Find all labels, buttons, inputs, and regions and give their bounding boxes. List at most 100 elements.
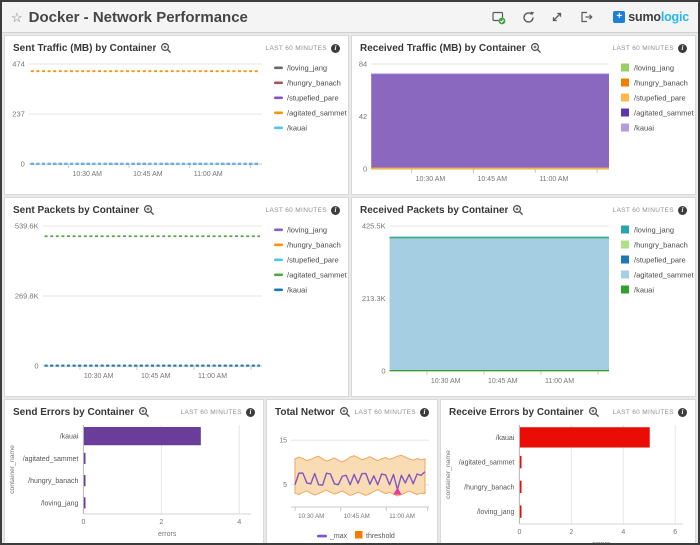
svg-text:/stupefied_pare: /stupefied_pare — [634, 94, 686, 103]
sumologic-logo-mark-icon: + — [613, 11, 626, 23]
panel-title: Total Network Err... — [275, 406, 335, 418]
panel-header: Total Network Err... LAST 60 MINUTES i — [267, 400, 437, 419]
svg-text:/hungry_banach: /hungry_banach — [634, 241, 688, 250]
svg-text:10:30 AM: 10:30 AM — [72, 171, 102, 178]
panel-header: Sent Traffic (MB) by Container LAST 60 M… — [5, 36, 348, 55]
time-range-label: LAST 60 MINUTES — [354, 408, 416, 416]
export-button[interactable] — [578, 9, 594, 25]
svg-text:213.3K: 213.3K — [362, 294, 386, 303]
zoom-panel-button[interactable] — [588, 406, 600, 418]
panel-row-3: Send Errors by Container LAST 60 MINUTES… — [4, 399, 696, 545]
svg-text:/hungry_banach: /hungry_banach — [287, 241, 341, 250]
svg-text:/kauai: /kauai — [287, 124, 307, 133]
svg-text:2: 2 — [569, 529, 573, 536]
panel-sent-traffic: Sent Traffic (MB) by Container LAST 60 M… — [4, 35, 349, 195]
panel-header: Sent Packets by Container LAST 60 MINUTE… — [5, 198, 348, 217]
svg-text:0: 0 — [381, 367, 385, 376]
page-title: Docker - Network Performance — [28, 8, 248, 26]
svg-text:/hungry_banach: /hungry_banach — [28, 478, 78, 485]
zoom-panel-button[interactable] — [138, 406, 150, 418]
svg-text:/hungry_banach: /hungry_banach — [634, 79, 688, 88]
svg-text:10:45 AM: 10:45 AM — [141, 373, 171, 380]
svg-text:threshold: threshold — [366, 533, 395, 540]
expand-button[interactable] — [549, 9, 565, 25]
svg-text:10:30 AM: 10:30 AM — [298, 513, 324, 520]
time-range-label: LAST 60 MINUTES — [612, 206, 674, 214]
time-range-label: LAST 60 MINUTES — [612, 408, 674, 416]
svg-text:container_name: container_name — [445, 450, 452, 499]
info-icon[interactable]: i — [420, 407, 429, 417]
svg-text:237: 237 — [12, 110, 25, 119]
panel-header: Received Traffic (MB) by Container LAST … — [352, 36, 695, 55]
panel-row-1: Sent Traffic (MB) by Container LAST 60 M… — [4, 35, 696, 195]
info-icon[interactable]: i — [678, 43, 687, 53]
svg-text:/stupefied_pare: /stupefied_pare — [634, 256, 686, 265]
svg-text:10:30 AM: 10:30 AM — [416, 176, 446, 183]
zoom-panel-button[interactable] — [143, 204, 155, 216]
svg-text:errors: errors — [592, 541, 611, 545]
svg-text:0: 0 — [363, 165, 367, 174]
panel-title: Received Traffic (MB) by Container — [360, 42, 526, 54]
svg-text:539.6K: 539.6K — [15, 222, 39, 231]
favorite-star-icon[interactable]: ☆ — [11, 9, 23, 25]
svg-text:11:00 AM: 11:00 AM — [198, 373, 227, 380]
svg-text:4: 4 — [237, 519, 241, 526]
panel-title: Send Errors by Container — [13, 406, 135, 418]
svg-text:11:00 AM: 11:00 AM — [539, 176, 568, 183]
svg-text:/agitated_sammet: /agitated_sammet — [287, 271, 348, 280]
expand-diagonal-icon — [553, 12, 562, 22]
svg-text:/loving_jang: /loving_jang — [634, 226, 674, 235]
zoom-panel-button[interactable] — [512, 204, 524, 216]
svg-text:10:45 AM: 10:45 AM — [477, 176, 507, 183]
schedule-report-button[interactable] — [491, 9, 507, 25]
svg-text:5: 5 — [283, 482, 287, 489]
zoom-panel-button[interactable] — [160, 42, 172, 54]
info-icon[interactable]: i — [331, 205, 340, 215]
magnifier-icon — [513, 204, 524, 216]
panel-header: Received Packets by Container LAST 60 MI… — [352, 198, 695, 217]
time-range-label: LAST 60 MINUTES — [612, 44, 674, 52]
svg-text:/stupefied_pare: /stupefied_pare — [287, 256, 339, 265]
svg-text:10:45 AM: 10:45 AM — [133, 171, 163, 178]
export-icon — [581, 11, 593, 23]
svg-text:11:00 AM: 11:00 AM — [194, 171, 223, 178]
zoom-panel-button[interactable] — [530, 42, 542, 54]
magnifier-icon — [588, 406, 599, 418]
svg-text:4: 4 — [621, 529, 625, 536]
svg-text:269.8K: 269.8K — [15, 292, 39, 301]
panel-title: Received Packets by Container — [360, 204, 509, 216]
magnifier-icon — [161, 42, 172, 54]
panel-grid: Sent Traffic (MB) by Container LAST 60 M… — [2, 33, 698, 543]
svg-text:/agitated_sammet: /agitated_sammet — [634, 271, 695, 280]
panel-total-network-errors: Total Network Err... LAST 60 MINUTES i 5… — [266, 399, 438, 543]
svg-text:/hungry_banach: /hungry_banach — [464, 484, 514, 491]
info-icon[interactable]: i — [246, 407, 255, 417]
zoom-panel-button[interactable] — [339, 406, 351, 418]
magnifier-icon — [339, 406, 350, 418]
info-icon[interactable]: i — [331, 43, 340, 53]
header-actions: + sumo logic — [491, 9, 689, 25]
svg-text:6: 6 — [673, 529, 677, 536]
time-range-label: LAST 60 MINUTES — [265, 206, 327, 214]
svg-text:2: 2 — [159, 519, 163, 526]
info-icon[interactable]: i — [678, 407, 687, 417]
sumologic-logo[interactable]: + sumo logic — [613, 10, 689, 24]
svg-text:/kauai: /kauai — [634, 286, 654, 295]
panel-send-errors: Send Errors by Container LAST 60 MINUTES… — [4, 399, 264, 543]
info-icon[interactable]: i — [678, 205, 687, 215]
svg-text:_max: _max — [329, 533, 348, 540]
svg-text:10:45 AM: 10:45 AM — [344, 513, 370, 520]
refresh-button[interactable] — [520, 9, 536, 25]
panel-sent-packets: Sent Packets by Container LAST 60 MINUTE… — [4, 197, 349, 397]
svg-text:/agitated_sammet: /agitated_sammet — [634, 109, 695, 118]
svg-text:474: 474 — [12, 60, 25, 69]
panel-title: Sent Traffic (MB) by Container — [13, 42, 157, 54]
svg-text:11:00 AM: 11:00 AM — [545, 378, 574, 385]
